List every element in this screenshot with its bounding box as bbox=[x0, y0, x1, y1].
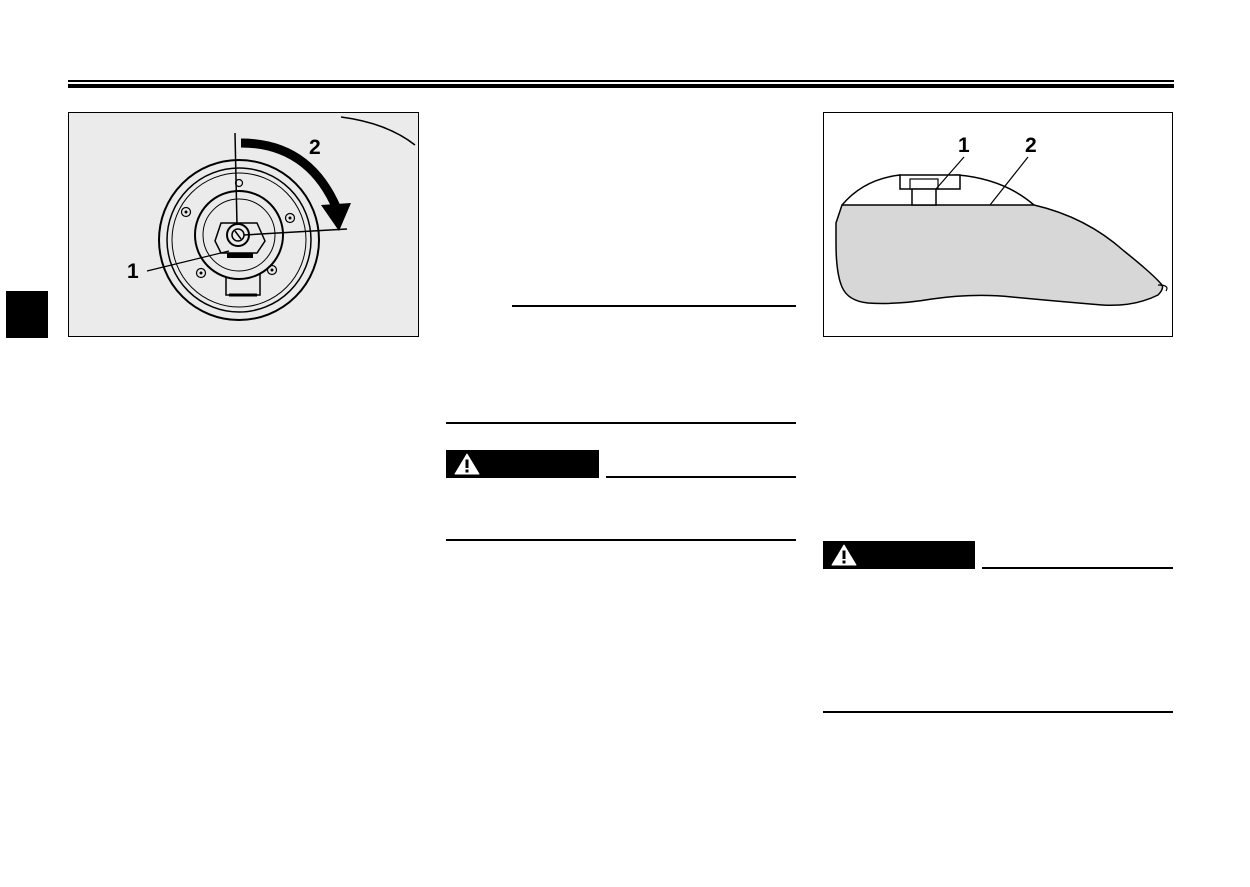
figure-label-fuel-level: 2 bbox=[1025, 134, 1037, 157]
header-rule-top bbox=[68, 80, 1174, 82]
warning-triangle-icon bbox=[454, 453, 480, 475]
figure-fuel-tank-cap: 1 2 bbox=[68, 112, 419, 337]
section-rule-1 bbox=[512, 305, 796, 307]
warning-end-rule bbox=[446, 539, 796, 541]
warning-banner-right bbox=[823, 541, 975, 569]
fuel-tank-illustration bbox=[835, 156, 1168, 307]
warning-banner bbox=[446, 450, 599, 478]
warning-banner-rule bbox=[606, 476, 796, 478]
figure-label-keyhole: 1 bbox=[127, 260, 139, 283]
warning-right-end-rule bbox=[823, 711, 1173, 713]
chapter-tab-marker bbox=[6, 291, 48, 338]
figure-fuel-tank-level: 1 2 bbox=[823, 112, 1173, 337]
figure-label-filler-tube: 1 bbox=[958, 134, 970, 157]
header-rule-bottom bbox=[68, 84, 1174, 88]
warning-banner-right-rule bbox=[982, 567, 1173, 569]
figure-label-rotation: 2 bbox=[309, 136, 321, 159]
fuel-tank-cap-illustration bbox=[146, 116, 416, 321]
section-rule-2 bbox=[446, 422, 796, 424]
warning-triangle-icon bbox=[831, 544, 857, 566]
